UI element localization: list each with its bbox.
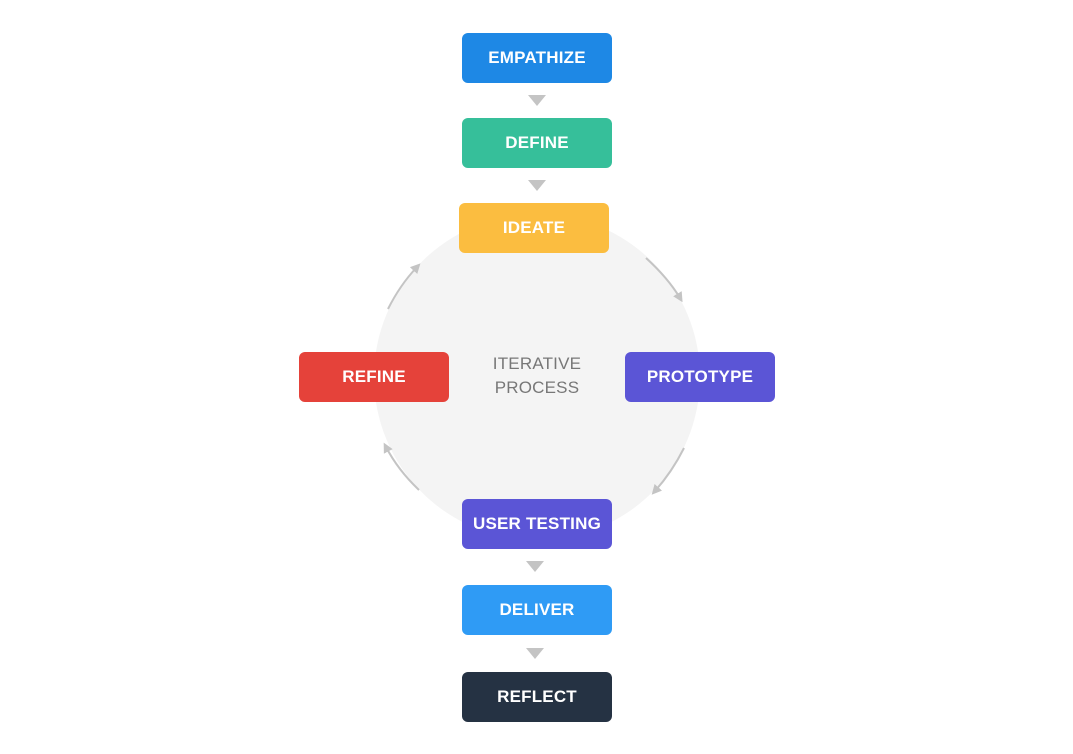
step-refine-label: REFINE	[342, 367, 406, 386]
step-ideate: IDEATE	[459, 203, 609, 253]
center-label-line-2: PROCESS	[494, 378, 580, 397]
step-define: DEFINE	[462, 118, 612, 168]
center-label-line-1: ITERATIVE	[492, 354, 582, 373]
step-user-testing-label: USER TESTING	[472, 514, 602, 533]
step-define-label: DEFINE	[505, 133, 569, 152]
step-reflect-label: REFLECT	[497, 687, 577, 706]
arrow-down-icon	[526, 648, 544, 659]
step-refine: REFINE	[299, 352, 449, 402]
step-empathize-label: EMPATHIZE	[488, 48, 586, 67]
arrow-down-icon	[528, 180, 546, 191]
iterative-process-label: ITERATIVE PROCESS	[437, 352, 637, 400]
step-prototype: PROTOTYPE	[625, 352, 775, 402]
step-empathize: EMPATHIZE	[462, 33, 612, 83]
step-deliver: DELIVER	[462, 585, 612, 635]
step-ideate-label: IDEATE	[502, 218, 566, 237]
arrow-down-icon	[528, 95, 546, 106]
step-reflect: REFLECT	[462, 672, 612, 722]
step-user-testing: USER TESTING	[462, 499, 612, 549]
step-prototype-label: PROTOTYPE	[646, 367, 754, 386]
arrow-down-icon	[526, 561, 544, 572]
step-deliver-label: DELIVER	[499, 600, 575, 619]
